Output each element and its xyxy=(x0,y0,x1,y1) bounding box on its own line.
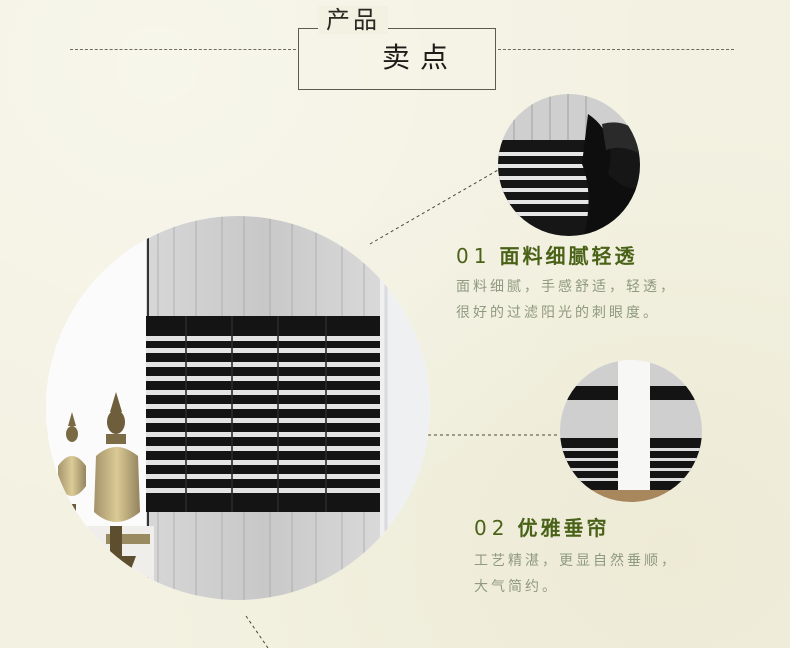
header-divider-right xyxy=(498,49,734,50)
feature-1-desc-line-2: 很好的过滤阳光的刺眼度。 xyxy=(456,305,660,321)
feature-2-description: 工艺精湛，更显自然垂顺， 大气简约。 xyxy=(474,548,678,600)
header-title-line1: 产品 xyxy=(318,6,388,34)
feature-1-desc-line-1: 面料细腻，手感舒适，轻透， xyxy=(456,279,677,295)
feature-1-number: 01 xyxy=(456,244,492,268)
feature-1-heading: 面料细腻轻透 xyxy=(499,244,638,268)
draped-curtain-photo xyxy=(560,360,702,502)
header-title-line2: 卖点 xyxy=(382,41,459,74)
feature-2-heading: 优雅垂帘 xyxy=(517,516,610,540)
fabric-detail-photo xyxy=(498,94,640,236)
feature-2-title: 02 优雅垂帘 xyxy=(474,516,609,540)
header-frame xyxy=(298,28,496,90)
main-curtain-photo xyxy=(46,216,430,600)
feature-1-title: 01 面料细腻轻透 xyxy=(456,244,637,268)
feature-2-desc-line-2: 大气简约。 xyxy=(474,579,559,595)
feature-2-desc-line-1: 工艺精湛，更显自然垂顺， xyxy=(474,553,678,569)
feature-2-number: 02 xyxy=(474,516,510,540)
header-divider-left xyxy=(70,49,296,50)
feature-1-description: 面料细腻，手感舒适，轻透， 很好的过滤阳光的刺眼度。 xyxy=(456,274,677,326)
